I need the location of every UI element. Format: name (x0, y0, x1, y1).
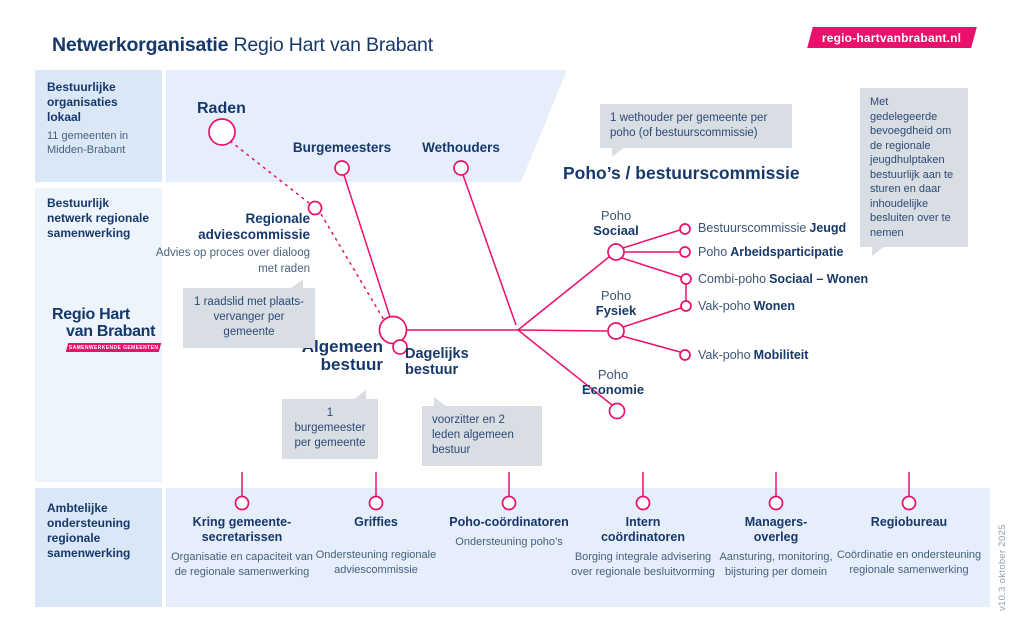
poho-economie-name: Economie (581, 382, 645, 398)
callout-gedelegeerde-bevoegdheid: Met gedelegeerde bevoegdheid om de regio… (860, 88, 968, 257)
edge-wethouders-pohos (462, 174, 517, 326)
sub-poho-wonen-name: Wonen (753, 299, 796, 313)
edge-adviescommissie-algemeen-bestuur (320, 213, 385, 321)
group-griffies: Griffies Ondersteuning regionale adviesc… (301, 515, 451, 578)
node-circle-poho-fysiek (607, 322, 625, 340)
band-raden-burgemeesters-wethouders (166, 70, 567, 182)
sub-poho-combi-prefix: Combi-poho (698, 272, 767, 286)
sidebar-row3: Ambtelijke ondersteuning regionale samen… (47, 501, 157, 561)
sub-poho-jeugd-prefix: Bestuurscommissie (698, 221, 807, 235)
sub-poho-arbeidsparticipatie-prefix: Poho (698, 245, 728, 259)
logo-tagline: SAMENWERKENDE GEMEENTEN (68, 344, 159, 351)
poho-fysiek-name: Fysiek (595, 303, 637, 319)
group-desc: Organisatie en capaciteit van de regiona… (171, 551, 313, 578)
poho-sociaal-prefix: Poho (600, 208, 632, 223)
group-title: Kring gemeente-secretarissen (192, 515, 292, 544)
sub-poho-combi-name: Sociaal – Wonen (769, 272, 869, 286)
node-poho-sociaal: Poho Sociaal (576, 208, 656, 239)
group-kring-gemeentesecretarissen: Kring gemeente-secretarissen Organisatie… (167, 515, 317, 580)
band-bestuurlijk-lokaal (35, 70, 162, 182)
group-desc: Ondersteuning poho’s (455, 536, 563, 548)
edge-fysiek-mobiliteit (621, 335, 681, 353)
adviescommissie-subtitle: Advies op proces over dialoog met raden (155, 247, 310, 275)
group-title: Poho-coördinatoren (449, 515, 569, 529)
node-circle-vak-poho-wonen (680, 300, 692, 312)
sidebar-row1-subtitle: 11 gemeenten in Midden-Brabant (47, 130, 129, 157)
sub-poho-mobiliteit-prefix: Vak-poho (698, 348, 751, 362)
node-raden: Raden (197, 100, 246, 117)
node-algemeen-bestuur: Algemeen bestuur (301, 337, 383, 375)
band-bestuurlijk-netwerk (35, 188, 162, 482)
group-title: Intern coördinatoren (600, 515, 686, 544)
sidebar-row3-title: Ambtelijke ondersteuning regionale samen… (47, 501, 131, 560)
edge-junction-poho-fysiek (517, 329, 608, 332)
logo-line1: Regio Hart (52, 306, 130, 323)
edge-sociaal-combi-poho (621, 257, 682, 278)
sidebar-row2: Bestuurlijk netwerk regionale samenwerki… (47, 196, 153, 241)
node-burgemeesters: Burgemeesters (292, 140, 392, 155)
node-circle-poho-economie (608, 402, 626, 420)
poho-fysiek-prefix: Poho (600, 288, 632, 303)
sub-poho-jeugd-name: Jeugd (809, 221, 847, 235)
sub-poho-mobiliteit-name: Mobiliteit (753, 348, 809, 362)
regionale-adviescommissie: Regionale adviescommissie Advies op proc… (148, 211, 310, 277)
node-circle-algemeen-bestuur (378, 315, 408, 345)
node-circle-arbeidsparticipatie (679, 246, 691, 258)
regio-hart-van-brabant-logo: Regio Hart van Brabant SAMENWERKENDE GEM… (52, 306, 162, 352)
group-title: Regiobureau (870, 515, 948, 529)
sidebar-row2-title: Bestuurlijk netwerk regionale samenwerki… (47, 196, 150, 240)
callout-burgemeester: 1 burgemeester per gemeente (282, 390, 378, 459)
sidebar-row1-title: Bestuurlijke organisaties lokaal (47, 80, 118, 124)
node-poho-fysiek: Poho Fysiek (576, 288, 656, 319)
logo-tagline-banner: SAMENWERKENDE GEMEENTEN (65, 343, 162, 352)
group-title: Griffies (354, 515, 398, 529)
callout-raadslid: 1 raadslid met plaats-vervanger per geme… (183, 279, 315, 348)
group-desc: Ondersteuning regionale adviescommissie (315, 549, 437, 576)
adviescommissie-title: Regionale adviescommissie (198, 211, 310, 242)
logo-line2: van Brabant (66, 323, 156, 340)
sidebar-row1: Bestuurlijke organisaties lokaal 11 geme… (47, 80, 153, 158)
node-circle-combi-poho (680, 273, 692, 285)
group-title: Managers-overleg (744, 515, 808, 544)
band-ondersteuning-main (166, 488, 990, 607)
node-circle-poho-sociaal (607, 243, 625, 261)
sub-poho-wonen-prefix: Vak-poho (698, 299, 751, 313)
page-title: Netwerkorganisatie Regio Hart van Braban… (52, 34, 433, 57)
callout-voorzitter: voorzitter en 2 leden algemeen bestuur (422, 397, 542, 466)
node-dagelijks-bestuur: Dagelijks bestuur (405, 346, 469, 379)
callout-wethouder-per-gemeente: 1 wethouder per gemeente per poho (of be… (600, 104, 792, 158)
group-desc: Coördinatie en ondersteuning regionale s… (836, 549, 982, 576)
group-regiobureau: Regiobureau Coördinatie en ondersteuning… (834, 515, 984, 578)
page-title-regular: Regio Hart van Brabant (233, 34, 434, 56)
poho-economie-prefix: Poho (597, 367, 629, 382)
website-url[interactable]: regio-hartvanbrabant.nl (822, 30, 962, 45)
group-poho-coordinatoren: Poho-coördinatoren Ondersteuning poho’s (439, 515, 579, 550)
group-intern-coordinatoren: Intern coördinatoren Borging integrale a… (563, 515, 723, 580)
sub-poho-arbeidsparticipatie-name: Arbeidsparticipatie (730, 245, 844, 259)
version-label: v10.3 oktober 2025 (997, 524, 1008, 611)
website-ribbon[interactable]: regio-hartvanbrabant.nl (807, 27, 977, 48)
pohos-header: Poho’s / bestuurscommissie (563, 163, 800, 183)
node-poho-economie: Poho Economie (570, 367, 656, 398)
page-title-bold: Netwerkorganisatie (52, 34, 229, 56)
poho-sociaal-name: Sociaal (593, 223, 639, 239)
group-managersoverleg: Managers-overleg Aansturing, monitoring,… (701, 515, 851, 580)
edge-burgemeesters-algemeen-bestuur (343, 174, 391, 318)
node-circle-jeugd (679, 223, 691, 235)
band-ambtelijke-ondersteuning (35, 488, 162, 607)
node-circle-adviescommissie (307, 200, 323, 216)
group-desc: Aansturing, monitoring, bijsturing per d… (719, 551, 833, 578)
node-wethouders: Wethouders (422, 140, 500, 155)
node-circle-vak-poho-mobiliteit (679, 349, 691, 361)
group-desc: Borging integrale advisering over region… (571, 551, 715, 578)
